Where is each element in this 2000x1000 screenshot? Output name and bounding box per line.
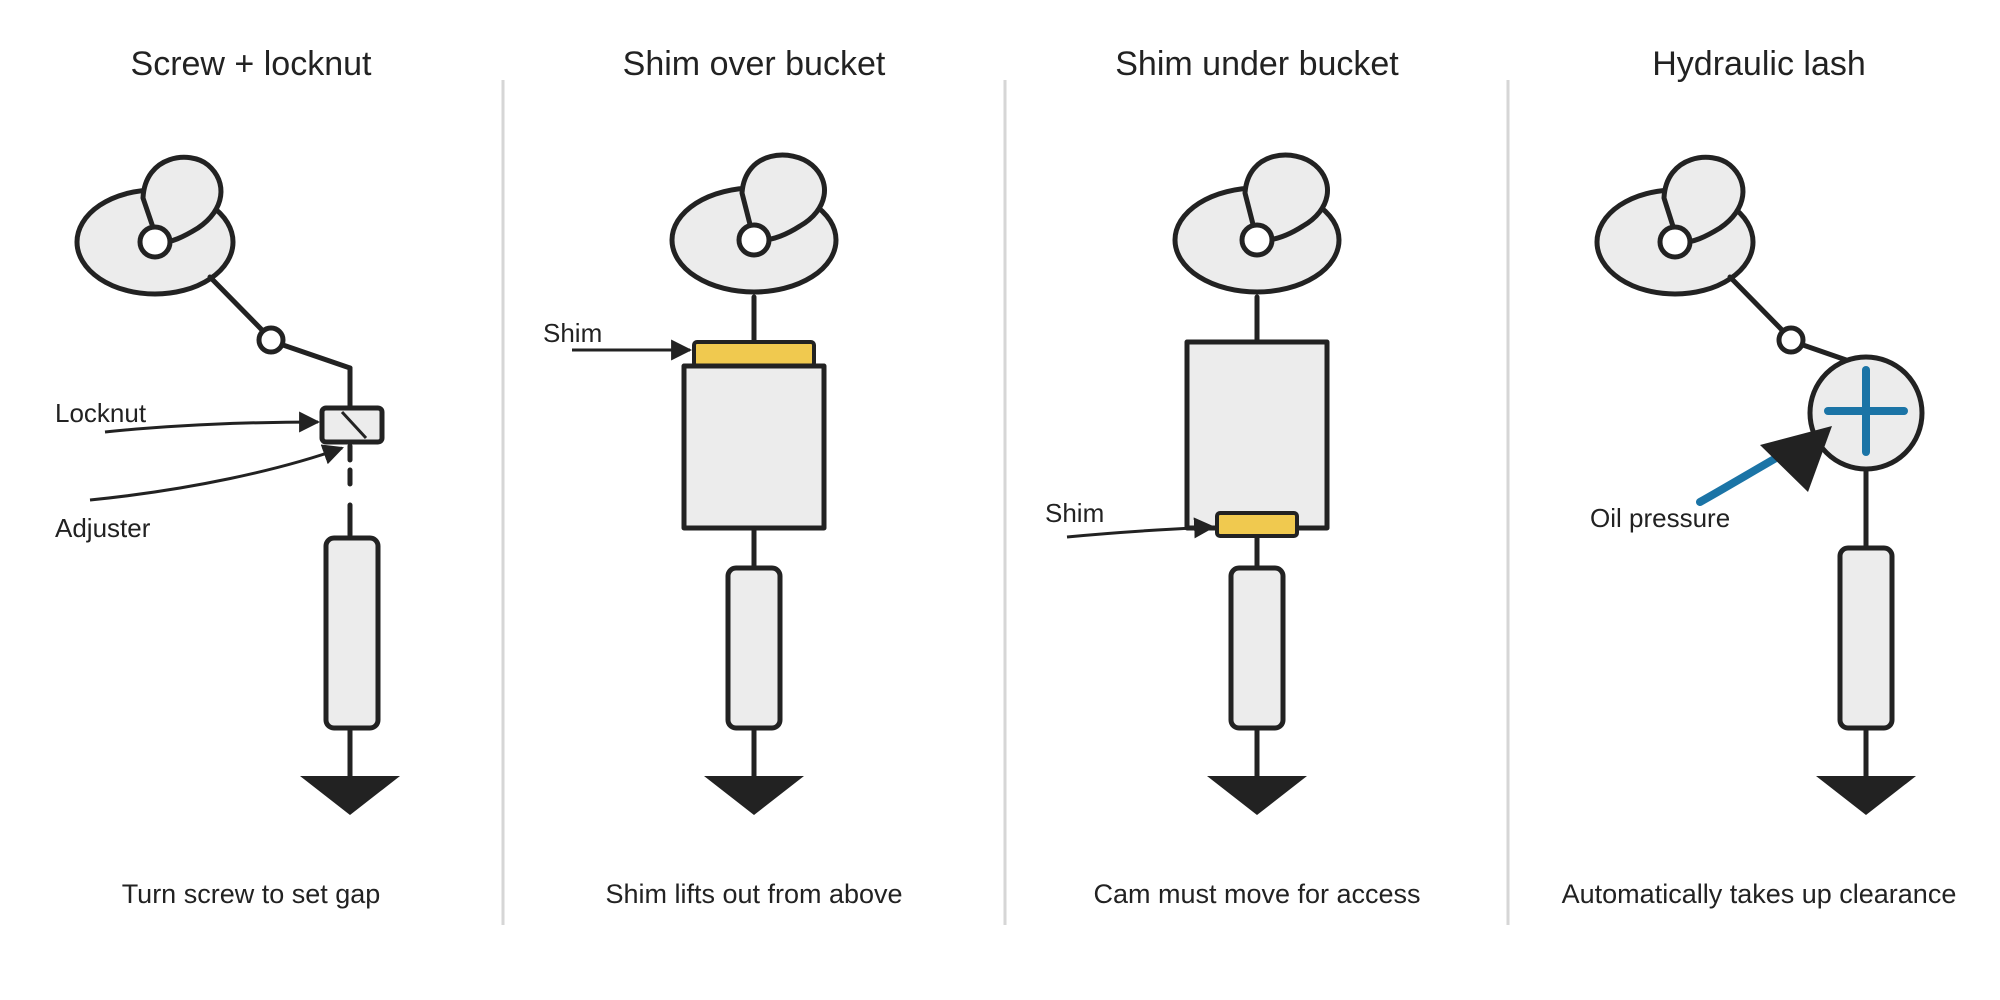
ground-symbol (704, 776, 804, 815)
label-locknut: Locknut (55, 398, 147, 428)
adjuster-arrow (89, 444, 344, 502)
panel-title: Shim over bucket (623, 45, 886, 83)
hydraulic-lifter (1807, 354, 1925, 472)
panel-shim-under-bucket: Shim under bucket Shim Cam must move for… (1045, 45, 1421, 909)
ground-symbol (1816, 776, 1916, 815)
label-shim: Shim (543, 318, 602, 348)
rocker-pivot (256, 325, 286, 355)
label-adjuster: Adjuster (55, 513, 151, 543)
bucket (681, 363, 827, 531)
ground-symbol (300, 776, 400, 815)
label-oil-pressure: Oil pressure (1590, 503, 1730, 533)
panel-screw-locknut: Screw + locknut Locknut Adjuster Turn sc… (55, 45, 400, 909)
panel-hydraulic-lash: Hydraulic lash Oil pressure Automaticall… (1562, 45, 1957, 909)
valve-stem (323, 535, 381, 731)
cam (669, 152, 839, 295)
label-shim: Shim (1045, 498, 1104, 528)
panel-title: Hydraulic lash (1652, 45, 1866, 83)
panel-title: Screw + locknut (131, 45, 372, 83)
panel-caption: Turn screw to set gap (122, 879, 381, 909)
rocker-arm (207, 274, 353, 411)
valve-stem (725, 565, 783, 731)
valve-stem (1228, 565, 1286, 731)
shim-arrow (1066, 517, 1216, 539)
locknut (319, 405, 385, 445)
shim (692, 340, 816, 368)
cam (74, 154, 236, 297)
shim (1215, 511, 1299, 538)
panel-shim-over-bucket: Shim over bucket Shim Shim lifts out fro… (543, 45, 903, 909)
panel-caption: Cam must move for access (1093, 879, 1420, 909)
panel-title: Shim under bucket (1115, 45, 1399, 83)
cam (1594, 154, 1756, 297)
bucket (1184, 339, 1330, 531)
cam (1172, 152, 1342, 295)
valve-stem (1837, 545, 1895, 731)
locknut-arrow (104, 411, 321, 434)
rocker-arm (1727, 274, 1855, 365)
ground-symbol (1207, 776, 1307, 815)
panel-caption: Shim lifts out from above (605, 879, 902, 909)
rocker-pivot (1776, 325, 1806, 355)
panel-caption: Automatically takes up clearance (1562, 879, 1957, 909)
oil-pressure-arrowhead (1760, 426, 1832, 492)
